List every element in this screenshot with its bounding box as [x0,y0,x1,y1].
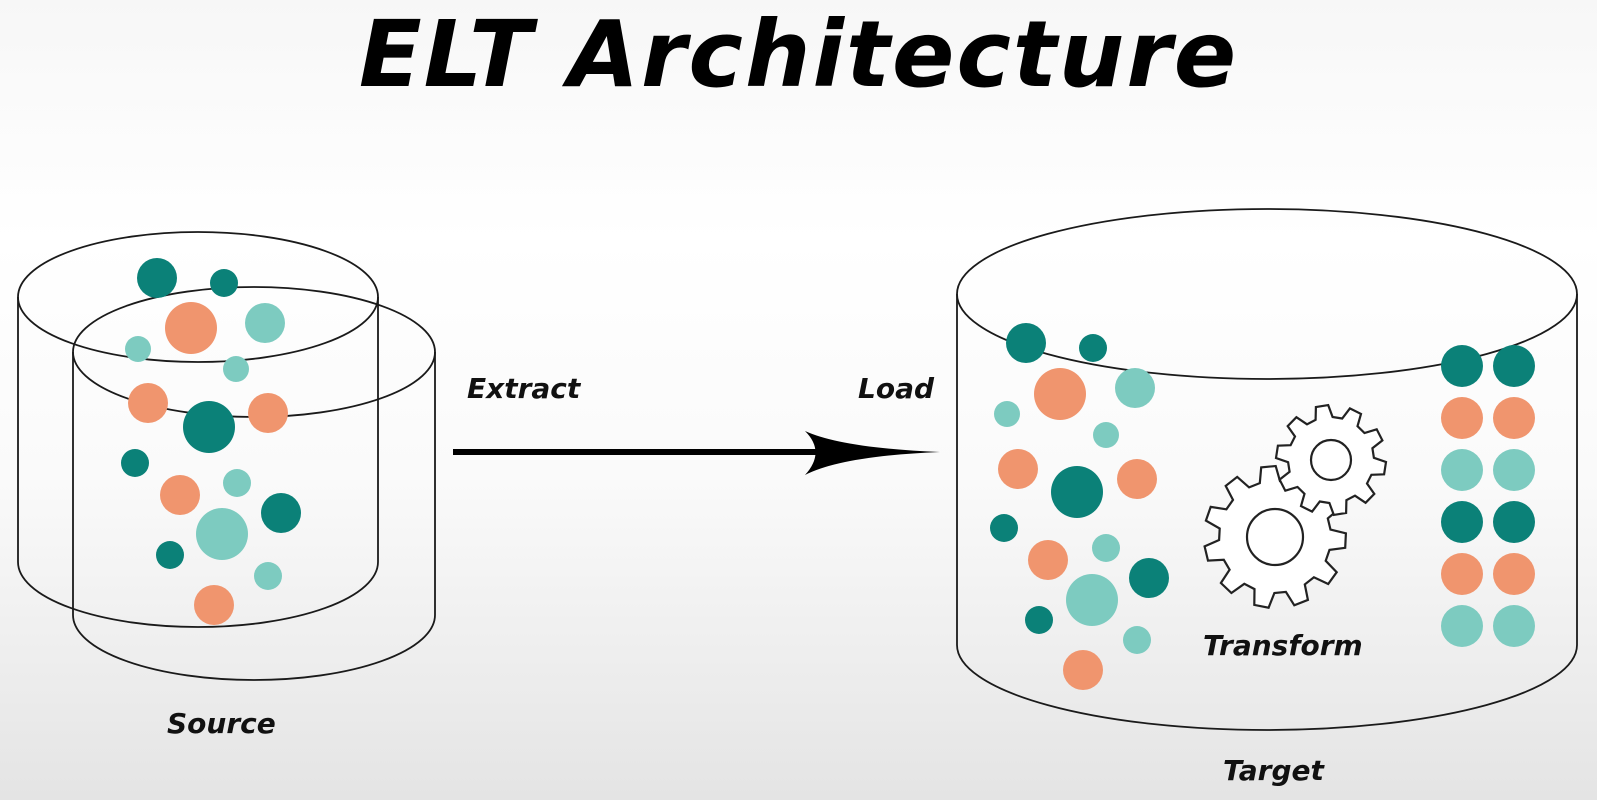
data-dot [1117,459,1157,499]
arrow-right-icon [453,431,940,475]
target-database [956,208,1578,731]
target-transformed-data-points [1441,345,1535,647]
source-cylinder-back [17,231,379,628]
data-dot [1493,501,1535,543]
data-dot [1123,626,1151,654]
data-dot [125,336,151,362]
target-label: Target [1223,754,1326,787]
data-dot [210,269,238,297]
transform-label: Transform [1203,629,1363,662]
data-dot [245,303,285,343]
extract-label: Extract [467,372,582,405]
data-dot [1441,345,1483,387]
data-dot [128,383,168,423]
data-dot [1441,605,1483,647]
data-dot [990,514,1018,542]
data-dot [1441,397,1483,439]
data-dot [998,449,1038,489]
data-dot [1092,534,1120,562]
data-dot [183,401,235,453]
load-label: Load [858,372,935,405]
data-dot [1006,323,1046,363]
data-dot [121,449,149,477]
data-dot [156,541,184,569]
source-data-points [121,258,301,625]
data-dot [1129,558,1169,598]
data-dot [1079,334,1107,362]
data-dot [194,585,234,625]
data-dot [1093,422,1119,448]
data-dot [1493,449,1535,491]
data-dot [254,562,282,590]
data-dot [1441,449,1483,491]
target-raw-data-points [990,323,1169,690]
data-dot [248,393,288,433]
data-dot [160,475,200,515]
data-dot [1028,540,1068,580]
data-dot [1441,501,1483,543]
data-dot [261,493,301,533]
data-dot [196,508,248,560]
data-dot [137,258,177,298]
data-dot [994,401,1020,427]
data-dot [1115,368,1155,408]
data-dot [1034,368,1086,420]
source-label: Source [167,707,276,740]
data-dot [165,302,217,354]
data-dot [223,356,249,382]
data-dot [1493,553,1535,595]
gear-icon [1274,403,1388,517]
source-database [17,231,436,681]
data-dot [1441,553,1483,595]
page-title: ELT Architecture [358,1,1239,108]
data-dot [1493,605,1535,647]
data-dot [1066,574,1118,626]
gears-icon [1203,403,1388,609]
data-dot [1493,397,1535,439]
data-dot [1051,466,1103,518]
data-dot [1063,650,1103,690]
data-dot [223,469,251,497]
data-dot [1025,606,1053,634]
data-dot [1493,345,1535,387]
